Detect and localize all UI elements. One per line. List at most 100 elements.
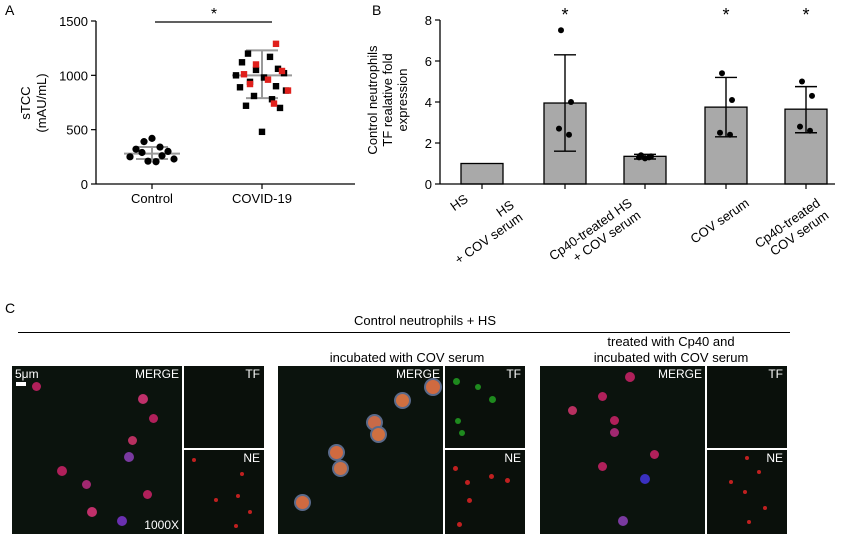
y-tick-label-a: 1500 — [59, 14, 88, 29]
cell — [248, 510, 252, 514]
cell — [467, 498, 472, 503]
data-point-control — [140, 138, 148, 146]
micrograph-ne-2: NE — [445, 450, 525, 534]
cell — [396, 394, 409, 407]
data-point — [636, 154, 642, 161]
group2-title: incubated with COV serum — [329, 350, 485, 365]
data-point-covid — [244, 50, 252, 57]
data-point-control — [126, 153, 134, 161]
data-point-covid — [268, 96, 276, 103]
cell — [489, 474, 494, 479]
cell — [455, 418, 461, 424]
data-point-covid — [260, 74, 268, 81]
data-point — [719, 70, 725, 77]
data-point — [717, 129, 723, 136]
x-tick-label-b: HS — [447, 191, 471, 214]
y-axis-label-b: Control neutrophils — [365, 45, 380, 155]
data-point-covid — [252, 66, 260, 74]
micrograph-tf-1: TF — [184, 366, 264, 448]
scale-bar — [16, 382, 26, 386]
x-tick-label-a: COVID-19 — [232, 191, 292, 206]
cell — [87, 507, 97, 517]
cell — [128, 436, 137, 445]
cell — [117, 516, 127, 526]
cell — [598, 392, 607, 401]
data-point-control — [164, 147, 172, 155]
y-tick-label-a: 500 — [66, 123, 88, 138]
y-tick-label-b: 2 — [425, 136, 432, 151]
panel-label-c: C — [5, 300, 16, 316]
ne-tag: NE — [766, 451, 783, 465]
cell — [489, 396, 496, 403]
group3-title-line1: treated with Cp40 and — [607, 334, 735, 349]
data-point-covid-red — [270, 100, 278, 107]
cell — [459, 430, 465, 436]
data-point — [556, 125, 562, 132]
micrograph-ne-1: NE — [184, 450, 264, 534]
merge-tag: MERGE — [395, 367, 440, 381]
data-point-control — [132, 145, 140, 153]
cell — [214, 498, 218, 502]
cell — [234, 524, 238, 528]
cell — [743, 490, 747, 494]
cell — [453, 378, 460, 385]
data-point-covid — [274, 65, 282, 73]
data-point-control — [138, 148, 146, 157]
y-axis-label-a: (mAU/mL) — [34, 73, 49, 132]
data-point-covid-red — [264, 76, 272, 83]
cell — [598, 462, 607, 471]
data-point-covid-red — [240, 71, 248, 78]
data-point — [642, 155, 648, 162]
y-axis-label-a: sTCC — [18, 86, 33, 119]
x-category-label-b: Cp40-treated HS+ COV serum — [546, 195, 643, 265]
cell — [757, 470, 761, 474]
tf-tag: TF — [506, 367, 521, 381]
micrograph-merge-2: MERGE — [278, 366, 443, 534]
data-point-covid — [272, 83, 280, 90]
data-point-covid-red — [272, 40, 280, 48]
data-point — [727, 131, 733, 138]
scale-bar-label: 5μm — [15, 367, 39, 381]
cell — [330, 446, 343, 459]
x-category-label-b: HS — [447, 191, 471, 214]
cell — [426, 380, 440, 394]
significance-star: * — [802, 5, 809, 25]
micrograph-ne-3: NE — [707, 450, 787, 534]
data-point-covid — [238, 59, 246, 66]
merge-tag: MERGE — [657, 367, 702, 381]
cell — [568, 406, 577, 415]
cell — [192, 458, 196, 462]
data-point-control — [156, 143, 164, 151]
data-point-covid-red — [278, 67, 286, 75]
data-point — [809, 92, 815, 99]
data-point-covid — [258, 128, 266, 136]
x-tick-label-a: Control — [131, 191, 173, 206]
micrograph-merge-3: MERGE — [540, 366, 705, 534]
cell — [453, 466, 458, 471]
data-point — [568, 99, 574, 105]
tf-tag: TF — [768, 367, 783, 381]
y-tick-label-a: 0 — [81, 177, 88, 192]
data-point-control — [158, 152, 166, 160]
y-axis-label-b: expression — [395, 69, 410, 132]
y-tick-label-a: 1000 — [59, 68, 88, 83]
panel-label-a: A — [5, 2, 15, 18]
x-tick-label-b: + COV serum — [452, 209, 525, 267]
cell — [465, 480, 470, 485]
data-point-covid — [276, 104, 284, 112]
cell — [505, 478, 510, 483]
data-point — [799, 78, 805, 85]
significance-star: * — [722, 5, 729, 25]
micrograph-tf-2: TF — [445, 366, 525, 448]
data-point — [566, 131, 572, 138]
data-point-control — [152, 158, 160, 166]
data-point-covid — [242, 102, 250, 109]
y-tick-label-b: 8 — [425, 13, 432, 28]
ne-tag: NE — [504, 451, 521, 465]
cell — [372, 428, 385, 441]
cell — [124, 452, 134, 462]
cell — [640, 474, 650, 484]
cell — [745, 456, 749, 460]
